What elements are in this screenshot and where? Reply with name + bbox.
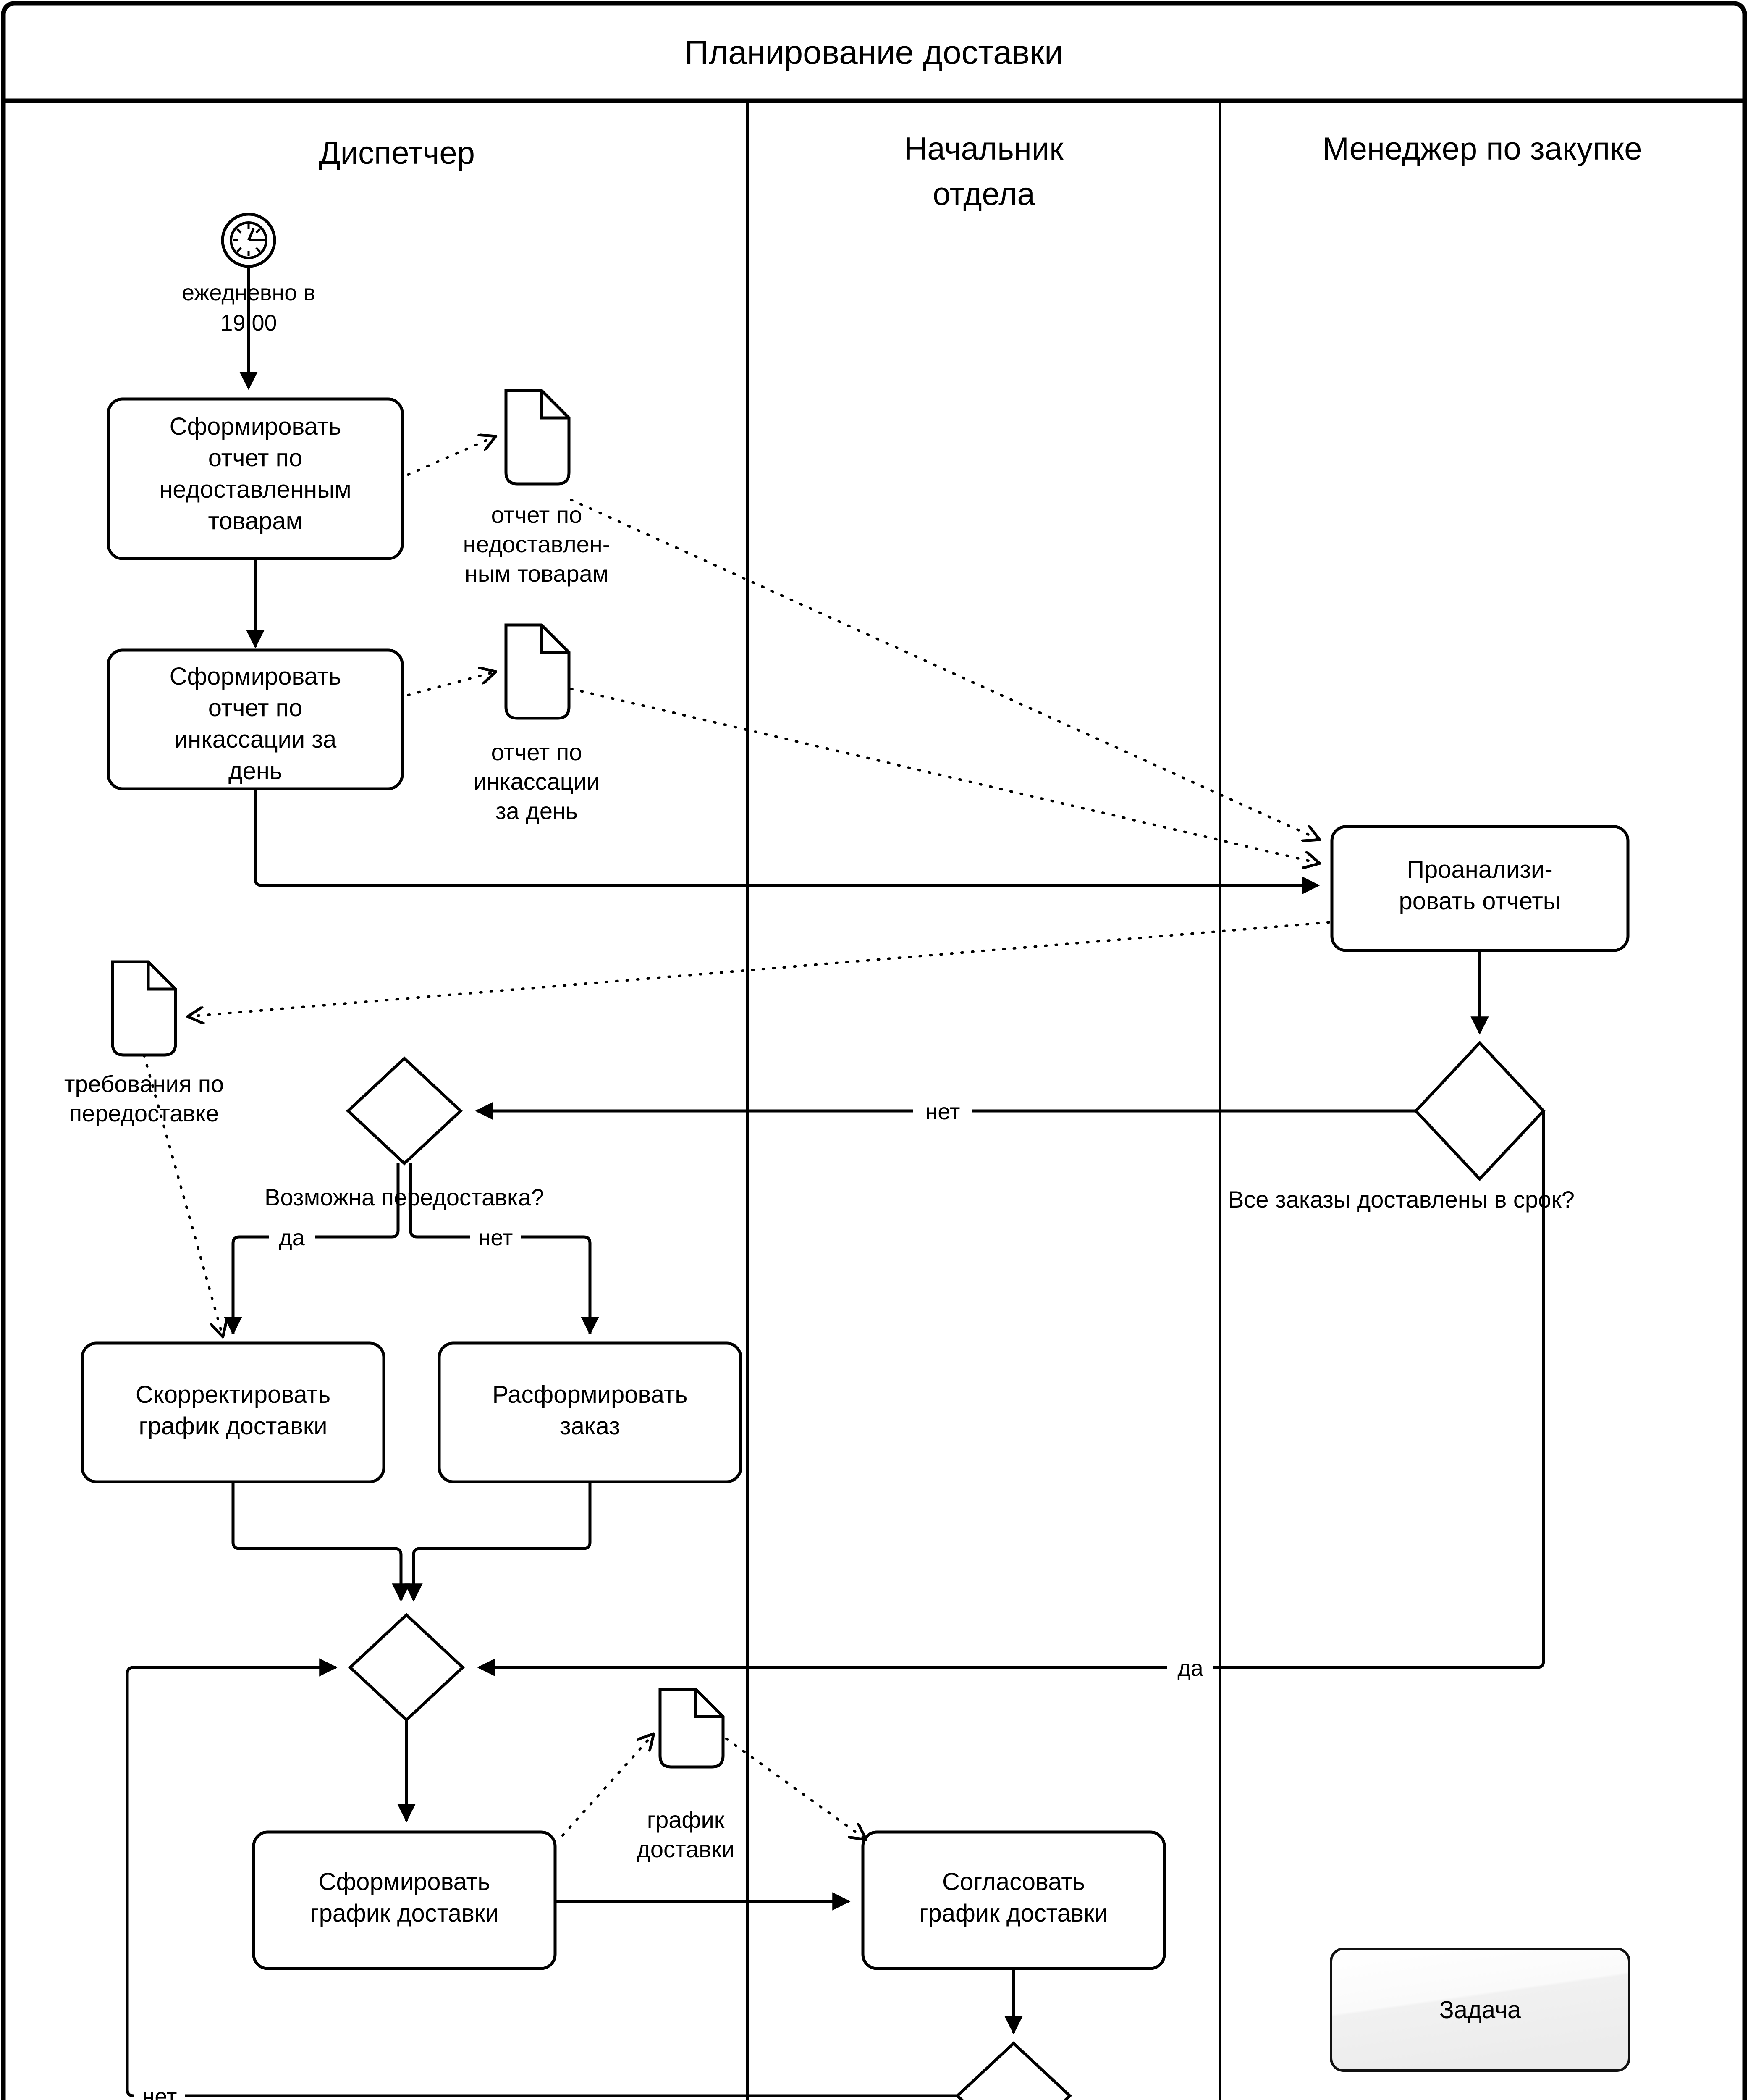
task-t6[interactable]: Сформировать график доставки [252,1830,557,1970]
gateway-g3[interactable] [348,1613,465,1722]
gateway-g1-label: Возможна передоставка? [265,1184,544,1210]
data-object-d4-fold-icon [694,1689,723,1718]
data-object-d3-line2: передоставке [69,1100,219,1126]
flow-label-g2-yes: да [1167,1651,1213,1682]
assoc-d2-to-t3 [570,688,1318,863]
data-object-d2-line2: инкассации [474,768,600,795]
data-object-d3-fold-icon [147,962,176,991]
flow-label-g1-yes: да [269,1221,315,1252]
data-object-d4-shape [658,1688,725,1769]
flow-t4-to-g3 [231,1482,410,1602]
lane-title-purchase-manager: Менеджер по закупке [1322,131,1642,167]
assoc-t6-to-d4 [561,1735,653,1837]
clock-ticks-icon [233,224,265,256]
legend-panel: Задача Развилка Данные Старт Стоп [1330,1948,1630,2072]
flow-t5-to-g3 [404,1482,592,1602]
legend-task: Задача [1330,1948,1630,2072]
assoc-d1-to-t3 [570,499,1318,839]
flow-label-g4-no-text: нет [142,2084,177,2100]
task-t2-line2: отчет по [208,694,302,722]
task-t4[interactable]: Скорректировать график доставки [81,1341,385,1483]
timer-start-event[interactable] [221,213,276,268]
gateway-g2-label: Все заказы доставлены в срок? [1228,1186,1575,1213]
data-object-d1-fold-icon [540,391,569,420]
data-object-d3-shape [111,960,177,1057]
data-object-d2-line1: отчет по [491,739,582,765]
data-object-d1[interactable]: отчет по недоставлен- ным товарам [463,389,611,587]
task-t1-line4: товарам [208,507,303,535]
assoc-t3-to-d3 [189,921,1330,1016]
task-t3[interactable]: Проанализи- ровать отчеты [1330,825,1630,952]
data-object-d1-shape [504,389,571,486]
gateway-g4-diamond [955,2041,1072,2100]
task-t1-line1: Сформировать [170,413,341,440]
task-t3-line1: Проанализи- [1407,856,1552,883]
data-object-d4-line2: доставки [637,1836,735,1862]
lane-title-head-line1: Начальник [904,131,1064,167]
task-t4-line2: график доставки [139,1412,327,1440]
task-t5[interactable]: Расформировать заказ [438,1341,742,1483]
pool-title: Планирование доставки [684,34,1063,71]
data-object-d3[interactable]: требования по передоставке [64,960,224,1126]
flow-g1-yes [224,1163,400,1335]
task-t1-line2: отчет по [208,444,302,472]
gateway-g2-diamond [1414,1040,1546,1181]
task-t7-line2: график доставки [919,1900,1108,1927]
flow-label-g4-no: нет [134,2080,185,2100]
gateway-g1-diamond [346,1056,463,1166]
data-object-d4[interactable]: график доставки [637,1688,735,1862]
legend-task-label: Задача [1439,1996,1521,2024]
assoc-d4-to-t7 [725,1738,865,1839]
clock-icon [230,221,267,259]
task-t2-line4: день [228,757,282,785]
gateway-g2[interactable] [1414,1040,1546,1181]
flow-t2-to-t3 [254,789,1320,895]
task-t2[interactable]: Сформировать отчет по инкассации за день [107,648,404,790]
flow-g2-yes-to-g3 [477,1111,1545,1677]
task-t4-line1: Скорректировать [136,1381,330,1408]
flow-label-g2-yes-text: да [1177,1656,1204,1681]
flow-g4-no-to-g3 [126,1658,957,2097]
legend-task-shape [1330,1948,1630,2072]
data-object-d1-line3: ным товарам [465,560,608,587]
task-t3-line2: ровать отчеты [1399,887,1561,915]
task-t6-line2: график доставки [310,1900,498,1927]
task-t5-line1: Расформировать [493,1381,688,1408]
flow-label-g2-no: нет [913,1095,972,1126]
data-object-d4-line1: график [647,1806,725,1833]
data-object-d1-line2: недоставлен- [463,531,611,557]
flow-label-g1-no: нет [470,1221,521,1252]
gateway-g4[interactable] [955,2041,1072,2100]
task-t2-line3: инкассации за [174,726,337,753]
flow-label-g1-no-text: нет [478,1225,513,1250]
task-t1[interactable]: Сформировать отчет по недоставленным тов… [107,397,404,560]
data-object-d2-shape [504,623,571,720]
task-t2-line1: Сформировать [170,663,341,690]
data-object-d2-line3: за день [495,798,578,824]
assoc-t1-to-d1 [407,437,495,476]
data-object-d2[interactable]: отчет по инкассации за день [474,623,600,824]
gateway-g3-diamond [348,1613,465,1722]
lane-dividers [746,102,1221,2100]
assoc-t2-to-d2 [407,672,495,696]
data-object-d3-line1: требования по [64,1071,224,1097]
task-t7-line1: Согласовать [942,1868,1085,1895]
task-t1-line3: недоставленным [159,476,351,503]
clock-hands-icon [247,228,261,242]
task-t5-line2: заказ [560,1412,620,1440]
lane-title-dispatcher: Диспетчер [319,135,475,171]
flow-label-g1-yes-text: да [279,1225,305,1250]
task-t6-line1: Сформировать [319,1868,490,1895]
data-object-d2-fold-icon [540,625,569,654]
assoc-d3-to-t4 [143,1054,223,1336]
task-t7[interactable]: Согласовать график доставки [861,1830,1166,1970]
data-object-d1-line1: отчет по [491,501,582,528]
lane-title-head-line2: отдела [933,176,1035,212]
flow-label-g2-no-text: нет [925,1099,960,1124]
lane-title-head-of-department: Начальник отдела [904,131,1064,212]
gateway-g1[interactable] [346,1056,463,1166]
